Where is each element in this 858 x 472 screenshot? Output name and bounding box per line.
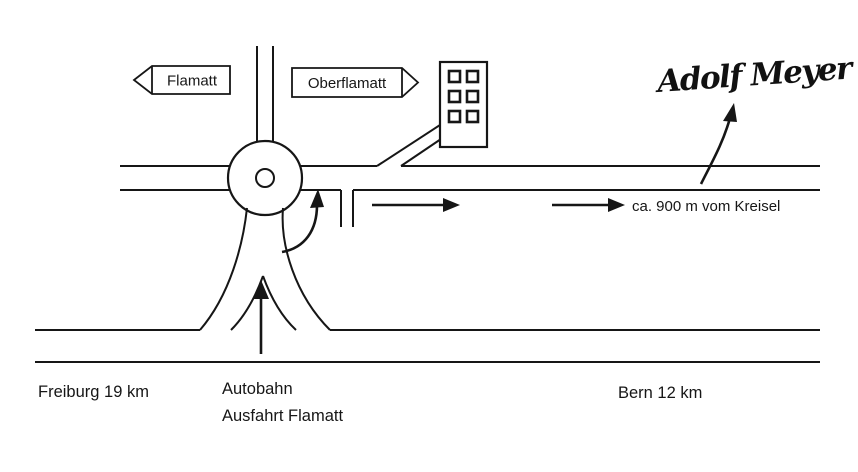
company-logo-text: Adolf Meyer bbox=[653, 50, 856, 100]
top-road bbox=[256, 46, 274, 143]
ramp-gore-right bbox=[262, 275, 297, 331]
curved-up-arrow-icon bbox=[699, 103, 737, 185]
roundabout bbox=[226, 139, 304, 217]
building-access-road bbox=[376, 124, 442, 167]
side-stub-road bbox=[340, 190, 354, 227]
curved-arrow-icon bbox=[281, 189, 324, 254]
label-ausfahrt-flamatt: Ausfahrt Flamatt bbox=[222, 407, 343, 425]
label-bern: Bern 12 km bbox=[618, 384, 702, 402]
main-road bbox=[120, 165, 820, 227]
right-arrow-icon-2 bbox=[552, 198, 625, 212]
roundabout-inner-circle bbox=[255, 168, 275, 188]
flamatt-sign-label: Flamatt bbox=[167, 73, 218, 90]
route-note: ca. 900 m vom Kreisel bbox=[632, 198, 780, 215]
up-arrow-icon bbox=[253, 280, 269, 354]
oberflamatt-sign-label: Oberflamatt bbox=[308, 75, 387, 92]
label-freiburg: Freiburg 19 km bbox=[38, 383, 149, 401]
oberflamatt-sign: Oberflamatt bbox=[291, 67, 420, 98]
right-arrow-icon-1 bbox=[372, 198, 460, 212]
building-icon bbox=[438, 60, 489, 149]
flamatt-sign: Flamatt bbox=[132, 65, 231, 95]
autobahn-ramp bbox=[199, 207, 331, 354]
bottom-road bbox=[35, 329, 820, 363]
label-autobahn: Autobahn bbox=[222, 380, 293, 398]
ramp-gore-left bbox=[230, 275, 264, 331]
